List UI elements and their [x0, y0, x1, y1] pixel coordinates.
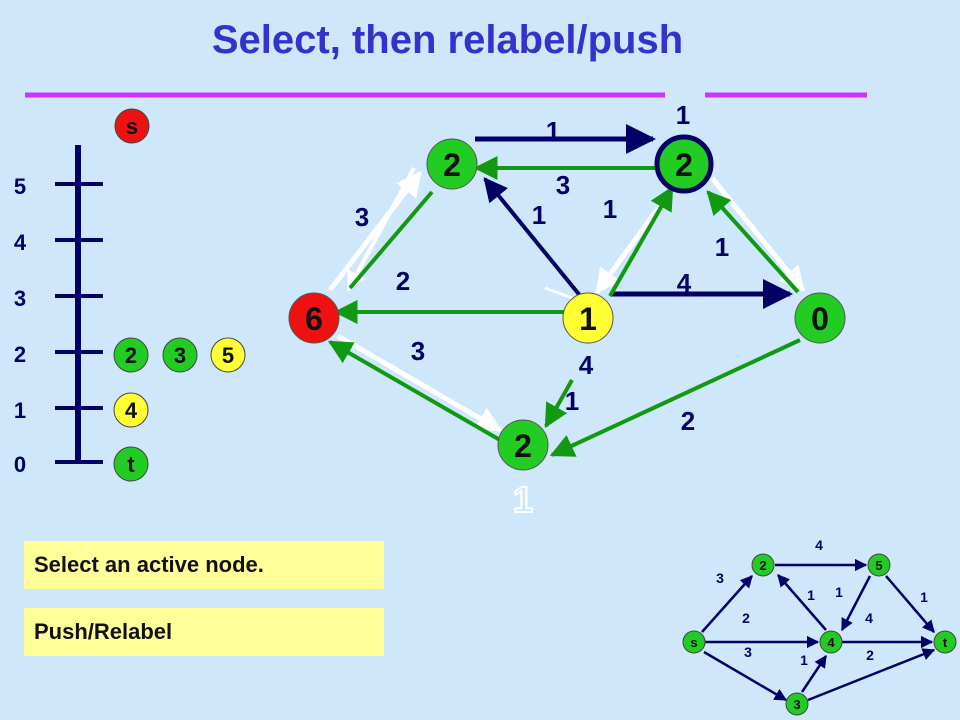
excess-label: 1 [676, 100, 690, 130]
edge-n4-n5 [608, 185, 674, 297]
mini-node: 4 [819, 630, 843, 654]
scale-label: 0 [14, 452, 26, 477]
bucket-node-label: 4 [125, 398, 138, 423]
mini-node: 3 [785, 692, 809, 716]
bucket-node-label: 3 [174, 343, 186, 368]
mini-edge [885, 575, 935, 633]
mini-capacity-label: 1 [835, 584, 843, 600]
main-graph-nodes: 2 2 6 1 0 2 [288, 134, 846, 471]
scale-label: 3 [14, 286, 26, 311]
mini-node: s [682, 630, 706, 654]
graph-node-label: 2 [675, 147, 693, 183]
bucket-node-label: 2 [125, 343, 137, 368]
scale-label: 1 [14, 398, 26, 423]
capacity-label: 3 [556, 170, 570, 200]
graph-node-label: 0 [811, 301, 829, 337]
capacity-label: 1 [715, 232, 729, 262]
capacity-label: 1 [565, 386, 579, 416]
residual-edge-n2-s [346, 167, 416, 292]
mini-node-label: 4 [827, 635, 835, 650]
graph-node[interactable]: 0 [794, 292, 846, 344]
bucket-node: 4 [113, 392, 149, 428]
bucket-node: s [114, 108, 150, 144]
scale-label: 4 [14, 230, 27, 255]
push-relabel-message: Push/Relabel [24, 608, 384, 656]
mini-capacity-label: 3 [744, 644, 752, 660]
mini-node-label: t [943, 635, 948, 650]
capacity-label: 3 [355, 202, 369, 232]
graph-node[interactable]: 2 [497, 419, 549, 471]
graph-node[interactable]: 1 [562, 292, 614, 344]
mini-node: 2 [751, 553, 775, 577]
main-graph-labels: 1 1 1 3 3 1 1 1 2 4 3 4 1 2 [355, 100, 729, 521]
mini-node: t [933, 630, 957, 654]
main-graph-edges [327, 124, 805, 457]
capacity-label: 1 [532, 200, 546, 230]
mini-capacity-label: 1 [807, 587, 815, 603]
graph-node-label: 1 [579, 301, 597, 337]
bucket-node: 2 [113, 337, 149, 373]
mini-edge [703, 650, 788, 702]
bucket-node: 3 [162, 337, 198, 373]
bucket-node-label: t [127, 452, 135, 477]
mini-edge [800, 654, 828, 693]
capacity-label: 4 [579, 350, 594, 380]
mini-capacity-label: 4 [865, 610, 873, 626]
scale-label: 2 [14, 342, 26, 367]
mini-node: 5 [867, 553, 891, 577]
capacity-label: 3 [411, 336, 425, 366]
mini-node-label: 2 [759, 558, 766, 573]
edge-n4-n3 [544, 379, 574, 429]
scale-label: 5 [14, 174, 26, 199]
page-title: Select, then relabel/push [211, 18, 684, 62]
capacity-label: 1 [546, 116, 560, 146]
mini-graph: 2 5 s 4 t 3 4 3 1 1 1 2 4 3 1 2 [682, 537, 957, 716]
edge-n2-s [348, 190, 434, 290]
mini-capacity-label: 1 [920, 589, 928, 605]
mini-capacity-label: 2 [866, 647, 874, 663]
edge-nt-n5 [706, 190, 800, 294]
graph-node-active[interactable]: 2 [654, 134, 714, 194]
residual-edge-n4-s-hint [544, 286, 573, 300]
edge-n4-n2 [483, 177, 584, 300]
residual-edge-s-n2 [328, 171, 422, 292]
mini-edge [777, 574, 827, 631]
capacity-label: 4 [677, 268, 692, 298]
graph-node-label: 2 [514, 428, 532, 464]
mini-capacity-label: 2 [742, 610, 750, 626]
select-active-node-message: Select an active node. [24, 541, 384, 589]
capacity-label: 2 [396, 266, 410, 296]
mini-node-label: 5 [875, 558, 882, 573]
mini-edge [701, 575, 753, 633]
graph-node-label: 6 [305, 301, 323, 337]
capacity-label: 1 [603, 194, 617, 224]
mini-capacity-label: 3 [716, 570, 724, 586]
bucket-node-label: s [126, 114, 138, 139]
mini-capacity-label: 4 [815, 537, 823, 553]
graph-node[interactable]: 2 [426, 138, 478, 190]
capacity-label: 2 [681, 406, 695, 436]
mini-edge [840, 575, 872, 632]
graph-node[interactable]: 6 [288, 292, 340, 344]
residual-edge-s-n3 [336, 333, 503, 433]
mini-capacity-label: 1 [800, 652, 808, 668]
excess-label-outline: 1 [513, 479, 533, 520]
bucket-node: 5 [210, 337, 246, 373]
height-scale: 5 4 3 2 1 0 s 2 3 5 4 t [14, 108, 246, 482]
mini-edge [807, 648, 936, 702]
edge-n3-s [327, 340, 501, 442]
edge-nt-n3 [549, 338, 801, 457]
mini-node-label: s [690, 635, 697, 650]
mini-node-label: 3 [793, 697, 800, 712]
bucket-node: t [113, 446, 149, 482]
bucket-node-label: 5 [222, 343, 234, 368]
graph-node-label: 2 [443, 147, 461, 183]
